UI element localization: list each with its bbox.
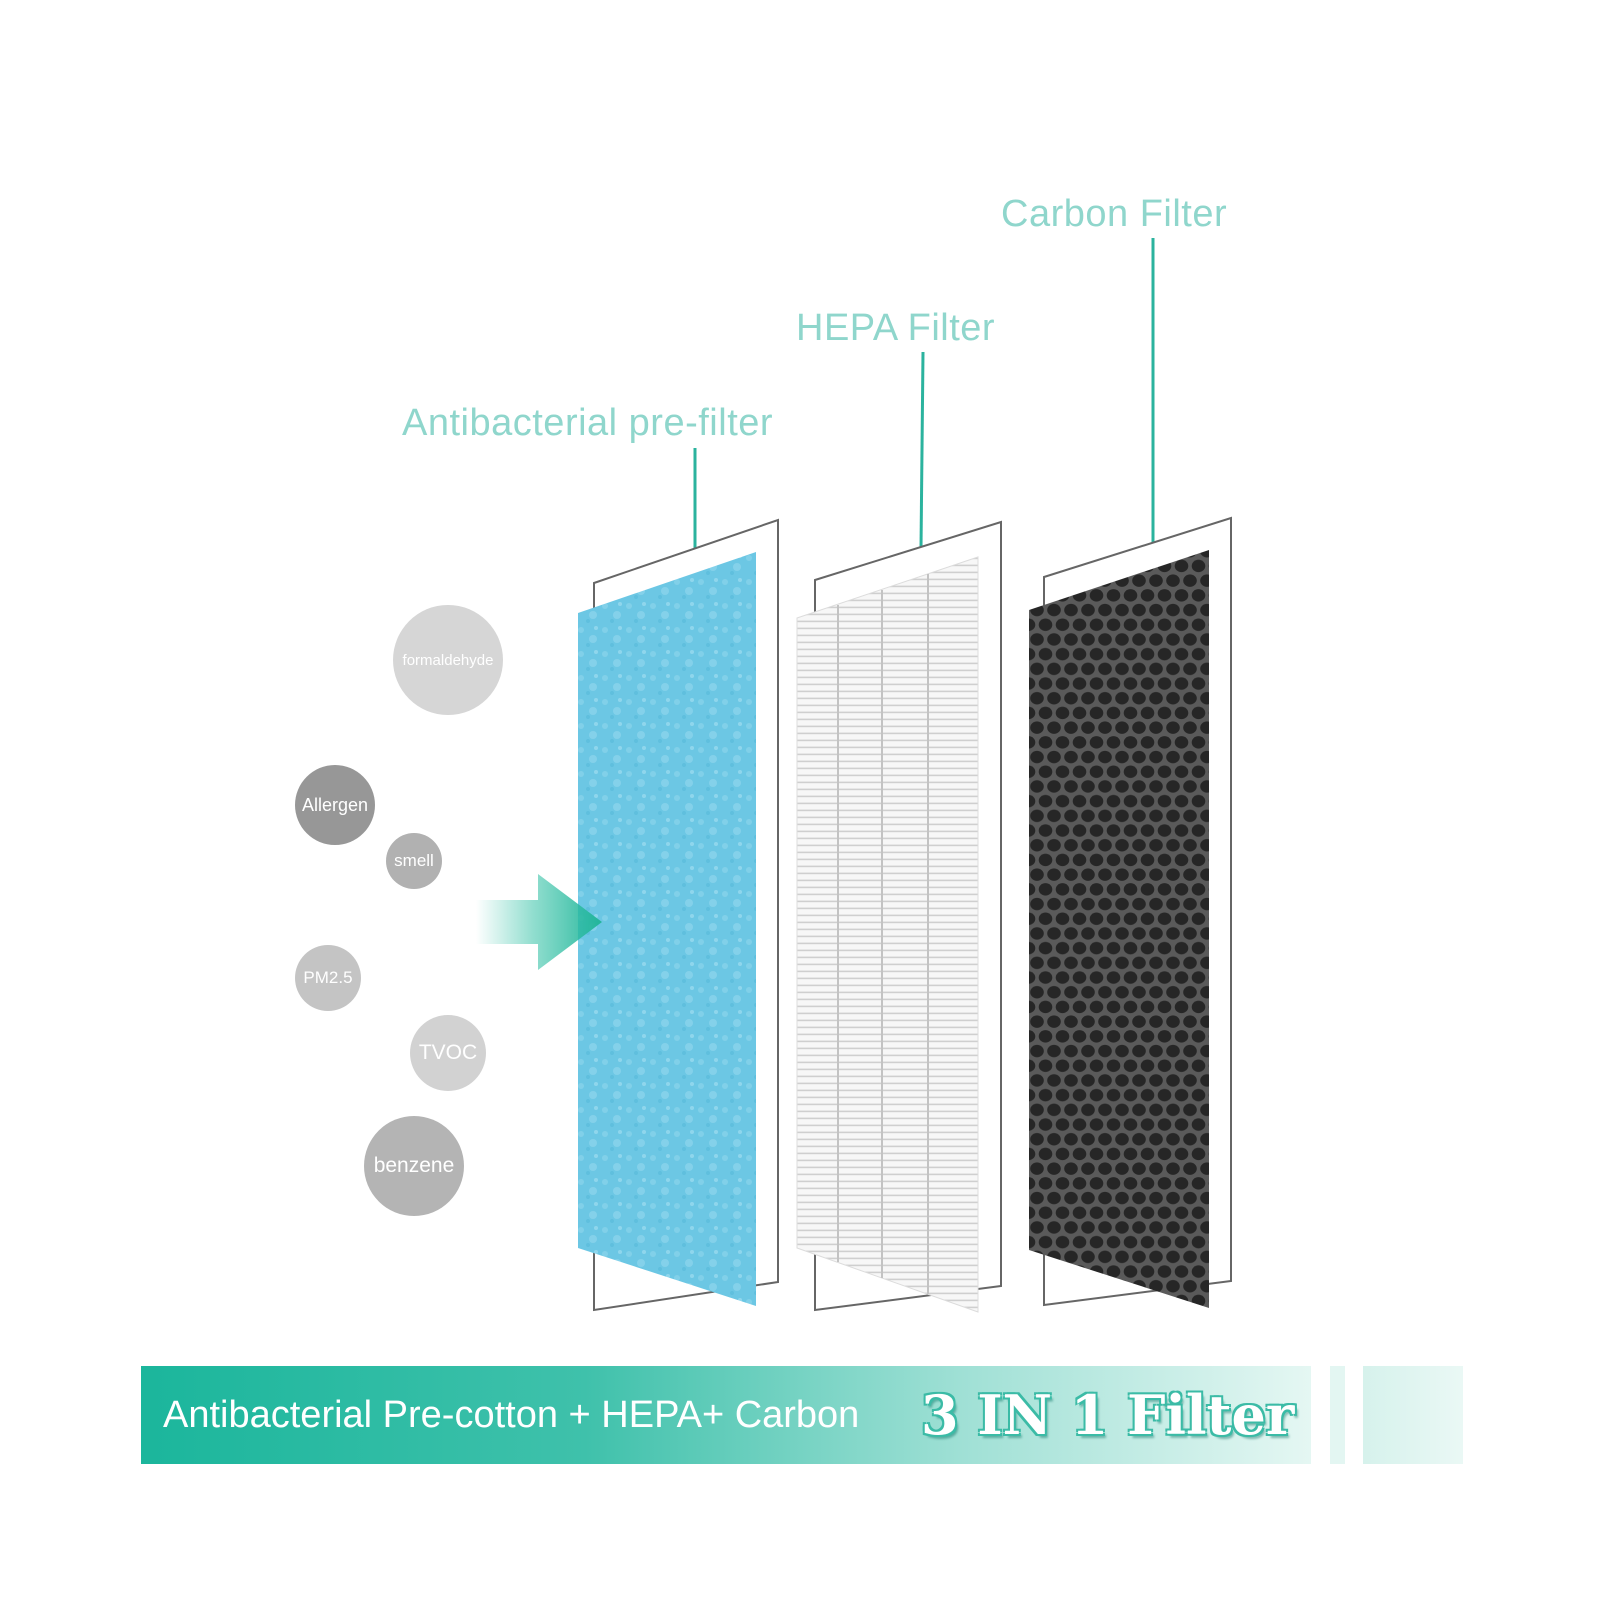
banner-accent-strip	[1330, 1366, 1345, 1464]
pre-filter-label: Antibacterial pre-filter	[402, 402, 774, 444]
banner-description: Antibacterial Pre-cotton + HEPA+ Carbon	[163, 1394, 860, 1436]
banner-accent-block	[1363, 1366, 1463, 1464]
pollutant-bubble-formaldehyde: formaldehyde	[393, 605, 503, 715]
pollutant-bubble-pm25: PM2.5	[295, 945, 361, 1011]
pollutant-bubble-allergen: Allergen	[295, 765, 375, 845]
banner-title: 3 IN 1 Filter	[921, 1383, 1295, 1447]
hepa-filter-layer	[796, 520, 1002, 1313]
hepa-filter-label: HEPA Filter	[796, 307, 996, 349]
pollutant-bubble-benzene: benzene	[364, 1116, 464, 1216]
hepa-leader-line	[919, 351, 925, 549]
pollutant-bubble-tvoc: TVOC	[410, 1015, 486, 1091]
feature-banner: Antibacterial Pre-cotton + HEPA+ Carbon …	[141, 1366, 1311, 1464]
carbon-filter-label: Carbon Filter	[1001, 193, 1228, 235]
carbon-filter-layer	[1029, 516, 1232, 1308]
pre-filter-layer	[578, 518, 779, 1312]
arrow-right-icon	[476, 874, 602, 970]
pollutant-bubble-smell: smell	[386, 833, 442, 889]
